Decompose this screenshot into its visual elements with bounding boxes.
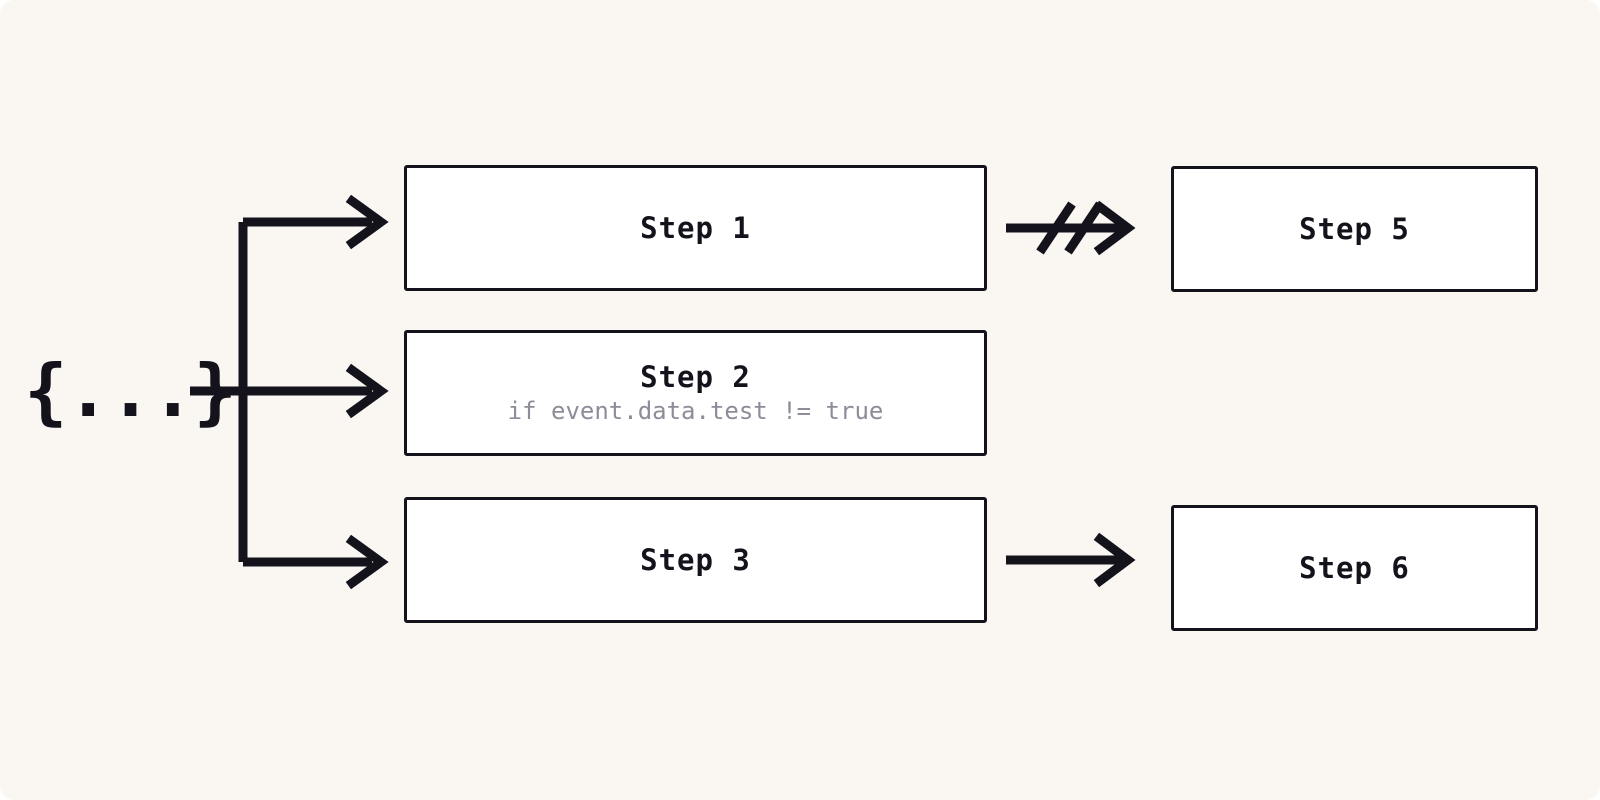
arrowhead-step-3 <box>345 534 389 590</box>
event-payload-source: {...} <box>24 349 237 433</box>
arrowhead-step-6 <box>1093 532 1136 588</box>
edge-step-1-to-step-5 <box>1006 200 1136 256</box>
node-step-6-title: Step 6 <box>1299 550 1410 585</box>
node-step-3[interactable]: Step 3 <box>404 497 987 623</box>
edge-source-fanout <box>190 217 372 567</box>
node-step-2-title: Step 2 <box>640 360 751 395</box>
node-step-2[interactable]: Step 2 if event.data.test != true <box>404 330 987 456</box>
arrowhead-step-1 <box>345 194 389 250</box>
node-step-6[interactable]: Step 6 <box>1171 505 1538 631</box>
cancel-slash-2 <box>1064 201 1104 255</box>
node-step-5-title: Step 5 <box>1299 211 1410 246</box>
cancel-slash-1 <box>1036 201 1076 255</box>
arrowhead-step-2 <box>345 363 389 419</box>
arrowhead-step-5 <box>1093 200 1136 256</box>
node-step-5[interactable]: Step 5 <box>1171 166 1538 292</box>
node-step-2-condition: if event.data.test != true <box>507 396 884 425</box>
node-step-1-title: Step 1 <box>640 210 751 245</box>
edge-step-3-to-step-6 <box>1006 532 1136 588</box>
node-step-1[interactable]: Step 1 <box>404 165 987 291</box>
node-step-3-title: Step 3 <box>640 542 751 577</box>
